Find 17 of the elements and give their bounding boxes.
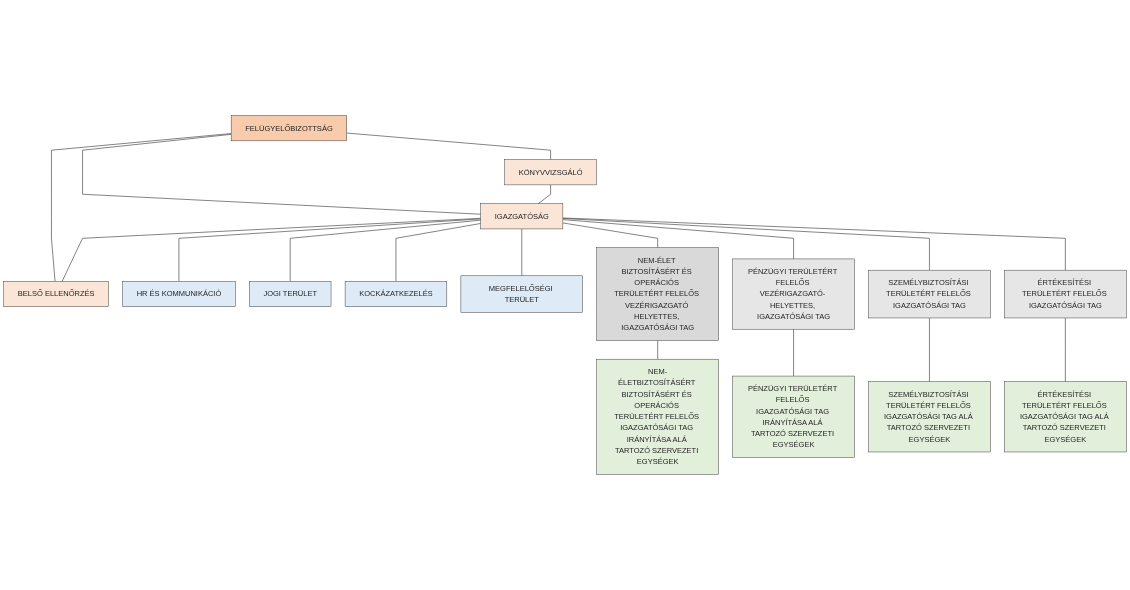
connector	[793, 328, 794, 377]
connector	[289, 219, 482, 282]
connector	[395, 223, 482, 282]
connector	[82, 134, 482, 215]
connector	[562, 219, 794, 260]
connector	[61, 218, 482, 282]
connector	[521, 228, 523, 277]
connector	[562, 217, 1066, 271]
connector	[562, 222, 658, 248]
connector	[538, 184, 551, 204]
connector	[51, 133, 232, 282]
connector	[346, 132, 551, 160]
connector	[1065, 317, 1066, 382]
connector	[562, 218, 930, 271]
connector	[929, 317, 930, 382]
connector	[178, 218, 482, 282]
connector	[657, 340, 658, 360]
